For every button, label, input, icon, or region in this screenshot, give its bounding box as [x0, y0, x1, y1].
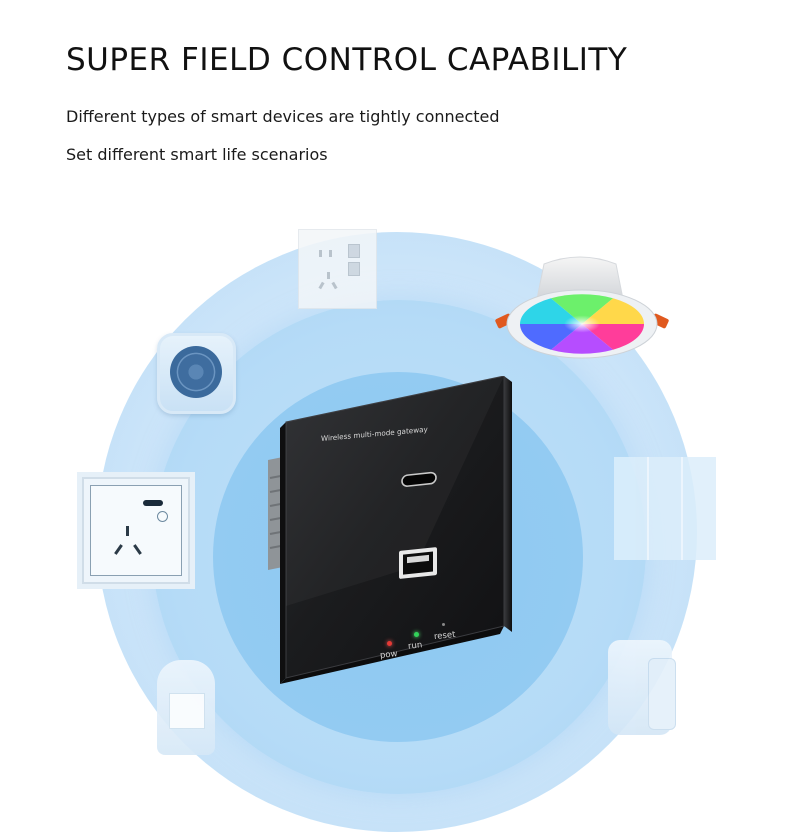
- run-led: [414, 632, 419, 637]
- rgb-downlight-icon: [495, 256, 669, 359]
- door-magnet: [648, 658, 676, 730]
- pow-led: [387, 641, 392, 646]
- socket-hole-icon: [318, 281, 325, 290]
- page-title: SUPER FIELD CONTROL CAPABILITY: [66, 42, 628, 78]
- speaker-grill: [170, 346, 222, 398]
- socket-hole-icon: [133, 544, 142, 555]
- switch-divider: [681, 457, 683, 560]
- socket-faceplate: [90, 485, 182, 576]
- socket-hole-icon: [126, 526, 129, 536]
- sensor-window: [169, 693, 205, 729]
- socket-ring-icon: [157, 511, 168, 522]
- socket-hole-icon: [329, 250, 332, 257]
- wireless-gateway: Wireless multi-mode gateway pow run rese…: [266, 376, 520, 716]
- subtitle-line-2: Set different smart life scenarios: [66, 145, 328, 164]
- smart-speaker-icon: [157, 333, 236, 414]
- usb-wall-socket: [298, 229, 377, 309]
- wall-switch-panel: [614, 457, 716, 560]
- subtitle-line-1: Different types of smart devices are tig…: [66, 107, 500, 126]
- motion-sensor-icon: [157, 660, 215, 755]
- door-sensor-icon: [608, 640, 676, 735]
- pow-label: pow: [379, 649, 399, 661]
- reset-pinhole: [442, 623, 445, 626]
- usb-port-icon: [348, 244, 360, 258]
- socket-hole-icon: [114, 544, 123, 555]
- run-label: run: [407, 640, 423, 652]
- gateway-panel-icon: [268, 376, 512, 684]
- usb-port-icon: [348, 262, 360, 276]
- socket-indicator-icon: [143, 500, 163, 506]
- socket-hole-icon: [331, 281, 338, 290]
- wall-power-socket: [82, 477, 190, 584]
- socket-hole-icon: [327, 272, 330, 279]
- socket-hole-icon: [319, 250, 322, 257]
- switch-divider: [647, 457, 649, 560]
